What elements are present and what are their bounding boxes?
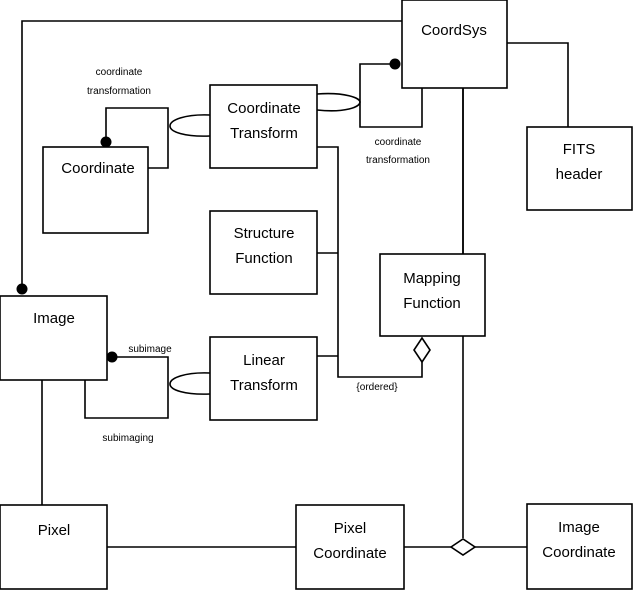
pixel-coordinate-box[interactable]: Pixel Coordinate — [295, 504, 405, 590]
imagecoord-aggregation-diamond — [449, 538, 477, 556]
linear-transform-left-arc — [169, 372, 211, 395]
coord-transform-right-line1: coordinate — [375, 137, 422, 148]
coordinate-loop — [105, 107, 169, 169]
linear-transform-line1: Linear — [243, 352, 285, 369]
coord-transform-mapping-link — [317, 146, 423, 378]
image-subimage-loop — [84, 356, 169, 419]
coord-transform-left-line2: transformation — [87, 86, 151, 97]
coord-transform-right-arc — [316, 92, 361, 112]
markers — [16, 58, 477, 556]
subimage-label: subimage — [128, 344, 172, 355]
mapping-function-line2: Function — [403, 295, 461, 312]
coordsys-loop — [359, 63, 423, 128]
pixel-label: Pixel — [38, 522, 71, 539]
linear-transform-box[interactable]: Linear Transform — [209, 336, 318, 421]
coordsys-label: CoordSys — [421, 22, 487, 39]
mapping-aggregation-diamond — [413, 336, 431, 364]
image-subimage-dot — [106, 351, 118, 363]
coordinate-box[interactable]: Coordinate — [42, 146, 149, 234]
coordsys-image-link — [21, 20, 402, 287]
mapping-function-box[interactable]: Mapping Function — [379, 253, 486, 337]
image-multiplicity-dot — [16, 283, 28, 295]
fits-header-line2: header — [556, 166, 603, 183]
coordsys-loop-dot — [389, 58, 401, 70]
coordinate-transform-box[interactable]: Coordinate Transform — [209, 84, 318, 169]
fits-header-box[interactable]: FITS header — [526, 126, 633, 211]
coordinate-transform-line1: Coordinate — [227, 100, 300, 117]
image-label: Image — [33, 310, 75, 327]
ordered-label: {ordered} — [356, 382, 398, 393]
coordsys-fits-link — [507, 42, 569, 127]
image-coordinate-line2: Coordinate — [542, 544, 615, 561]
pixel-coordinate-line1: Pixel — [334, 520, 367, 537]
structure-function-box[interactable]: Structure Function — [209, 210, 318, 295]
subimaging-label: subimaging — [102, 433, 153, 444]
pixel-coordinate-line2: Coordinate — [313, 545, 386, 562]
coord-transform-left-line1: coordinate — [96, 67, 143, 78]
linear-transform-line2: Transform — [230, 377, 298, 394]
structure-function-line2: Function — [235, 250, 293, 267]
image-coordinate-box[interactable]: Image Coordinate — [526, 503, 633, 590]
fits-header-line1: FITS — [563, 141, 596, 158]
image-box[interactable]: Image — [0, 295, 108, 381]
coordinate-label: Coordinate — [61, 160, 134, 177]
image-coordinate-line1: Image — [558, 519, 600, 536]
coordinate-loop-dot — [100, 136, 112, 148]
mapping-function-line1: Mapping — [403, 270, 461, 287]
connectors — [21, 20, 569, 548]
pixel-box[interactable]: Pixel — [0, 504, 108, 590]
coordinate-transform-line2: Transform — [230, 125, 298, 142]
structure-function-line1: Structure — [234, 225, 295, 242]
annotations: coordinate transformation coordinate tra… — [87, 67, 430, 444]
coord-transform-right-line2: transformation — [366, 155, 430, 166]
coord-transform-left-arc — [169, 114, 211, 137]
coordsys-box[interactable]: CoordSys — [401, 0, 508, 89]
